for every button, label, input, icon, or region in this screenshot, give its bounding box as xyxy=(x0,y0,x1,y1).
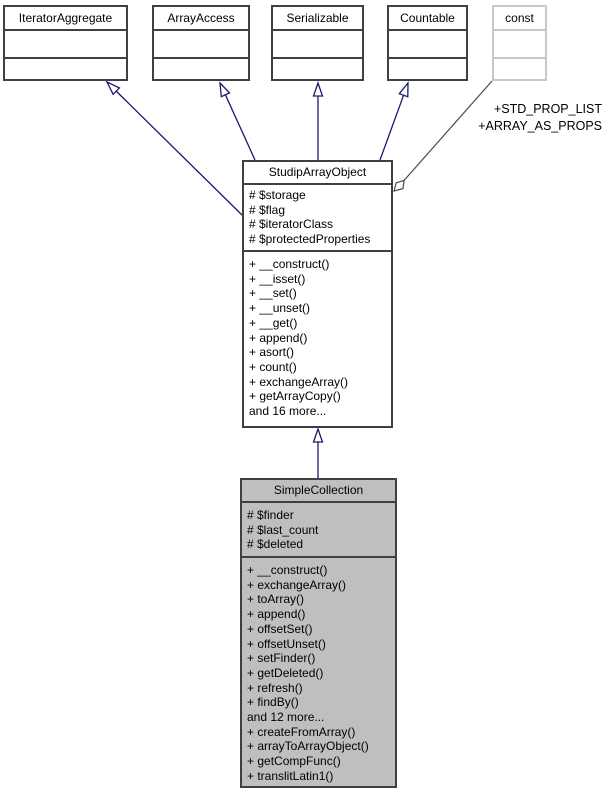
methods-compartment: + __construct() + exchangeArray() + toAr… xyxy=(242,558,395,786)
method-row: + __construct() xyxy=(249,257,330,271)
method-row: + getArrayCopy() xyxy=(249,389,341,404)
method-row: + findBy() xyxy=(247,695,299,710)
method-row: + createFromArray() xyxy=(247,724,356,739)
field-row: # $finder xyxy=(247,508,294,522)
method-row: + exchangeArray() xyxy=(247,577,347,592)
methods-compartment-empty xyxy=(154,59,248,79)
method-row: + getDeleted() xyxy=(247,665,324,680)
class-title: Countable xyxy=(389,7,466,31)
field-row: # $last_count xyxy=(247,522,319,537)
method-row: + getCompFunc() xyxy=(247,754,341,769)
fields-compartment-empty xyxy=(389,31,466,59)
fields-compartment-empty xyxy=(154,31,248,59)
edge-label-array-as-props: +ARRAY_AS_PROPS xyxy=(478,118,602,133)
field-row: # $protectedProperties xyxy=(249,232,371,247)
field-row: # $deleted xyxy=(247,537,304,552)
inheritance-arrow-simplecollection xyxy=(312,427,324,478)
class-box-serializable[interactable]: Serializable xyxy=(271,5,364,81)
methods-compartment-empty xyxy=(273,59,362,79)
methods-compartment-empty xyxy=(389,59,466,79)
field-row: # $storage xyxy=(249,188,306,202)
class-box-simplecollection[interactable]: SimpleCollection # $finder # $last_count… xyxy=(240,478,397,788)
method-row: + __isset() xyxy=(249,271,306,286)
fields-compartment: # $storage # $flag # $iteratorClass # $p… xyxy=(244,185,391,252)
fields-compartment-empty xyxy=(273,31,362,59)
inheritance-arrow-serializable xyxy=(312,81,324,160)
method-row: + translitLatin1() xyxy=(247,768,334,783)
methods-compartment: + __construct() + __isset() + __set() + … xyxy=(244,252,391,428)
aggregation-edge-const xyxy=(393,80,493,192)
method-row: + __get() xyxy=(249,315,298,330)
methods-compartment-empty xyxy=(494,59,545,79)
method-row: + __unset() xyxy=(249,301,311,316)
field-row: # $iteratorClass xyxy=(249,217,334,232)
edge-label-std-prop-list: +STD_PROP_LIST xyxy=(493,102,602,116)
aggregation-edge-labels: +STD_PROP_LIST +ARRAY_AS_PROPS xyxy=(450,101,602,134)
field-row: # $flag xyxy=(249,202,286,217)
class-title: ArrayAccess xyxy=(154,7,248,31)
class-title: StudipArrayObject xyxy=(244,162,391,185)
class-box-countable[interactable]: Countable xyxy=(387,5,468,81)
const-box: const xyxy=(492,5,547,81)
fields-compartment-empty xyxy=(494,31,545,59)
method-row: + refresh() xyxy=(247,680,303,695)
method-row: + offsetSet() xyxy=(247,621,313,636)
inheritance-arrow-countable xyxy=(379,81,409,161)
methods-compartment-empty xyxy=(5,59,126,79)
method-row: + setFinder() xyxy=(247,651,316,666)
method-row: + exchangeArray() xyxy=(249,374,349,389)
class-title: SimpleCollection xyxy=(242,480,395,503)
method-row: + toArray() xyxy=(247,592,305,607)
class-title: Serializable xyxy=(273,7,362,31)
method-row: + offsetUnset() xyxy=(247,636,326,651)
method-row: + asort() xyxy=(249,345,295,360)
class-title: IteratorAggregate xyxy=(5,7,126,31)
class-box-arrayaccess[interactable]: ArrayAccess xyxy=(152,5,250,81)
method-row: and 16 more... xyxy=(249,404,327,419)
method-row: + append() xyxy=(247,607,306,622)
method-row: + arrayToArrayObject() xyxy=(247,739,369,754)
method-row: + __set() xyxy=(249,286,297,301)
method-row: + __construct() xyxy=(247,563,328,577)
method-row: + count() xyxy=(249,359,297,374)
const-box-title: const xyxy=(494,7,545,31)
fields-compartment: # $finder # $last_count # $deleted xyxy=(242,503,395,558)
method-row: + append() xyxy=(249,330,308,345)
fields-compartment-empty xyxy=(5,31,126,59)
class-box-studiparrayobject[interactable]: StudipArrayObject # $storage # $flag # $… xyxy=(242,160,393,428)
method-row: and 12 more... xyxy=(247,710,325,725)
inheritance-arrow-iteratoraggregate xyxy=(105,80,243,216)
class-box-iteratoraggregate[interactable]: IteratorAggregate xyxy=(3,5,128,81)
inheritance-arrow-arrayaccess xyxy=(219,81,256,161)
